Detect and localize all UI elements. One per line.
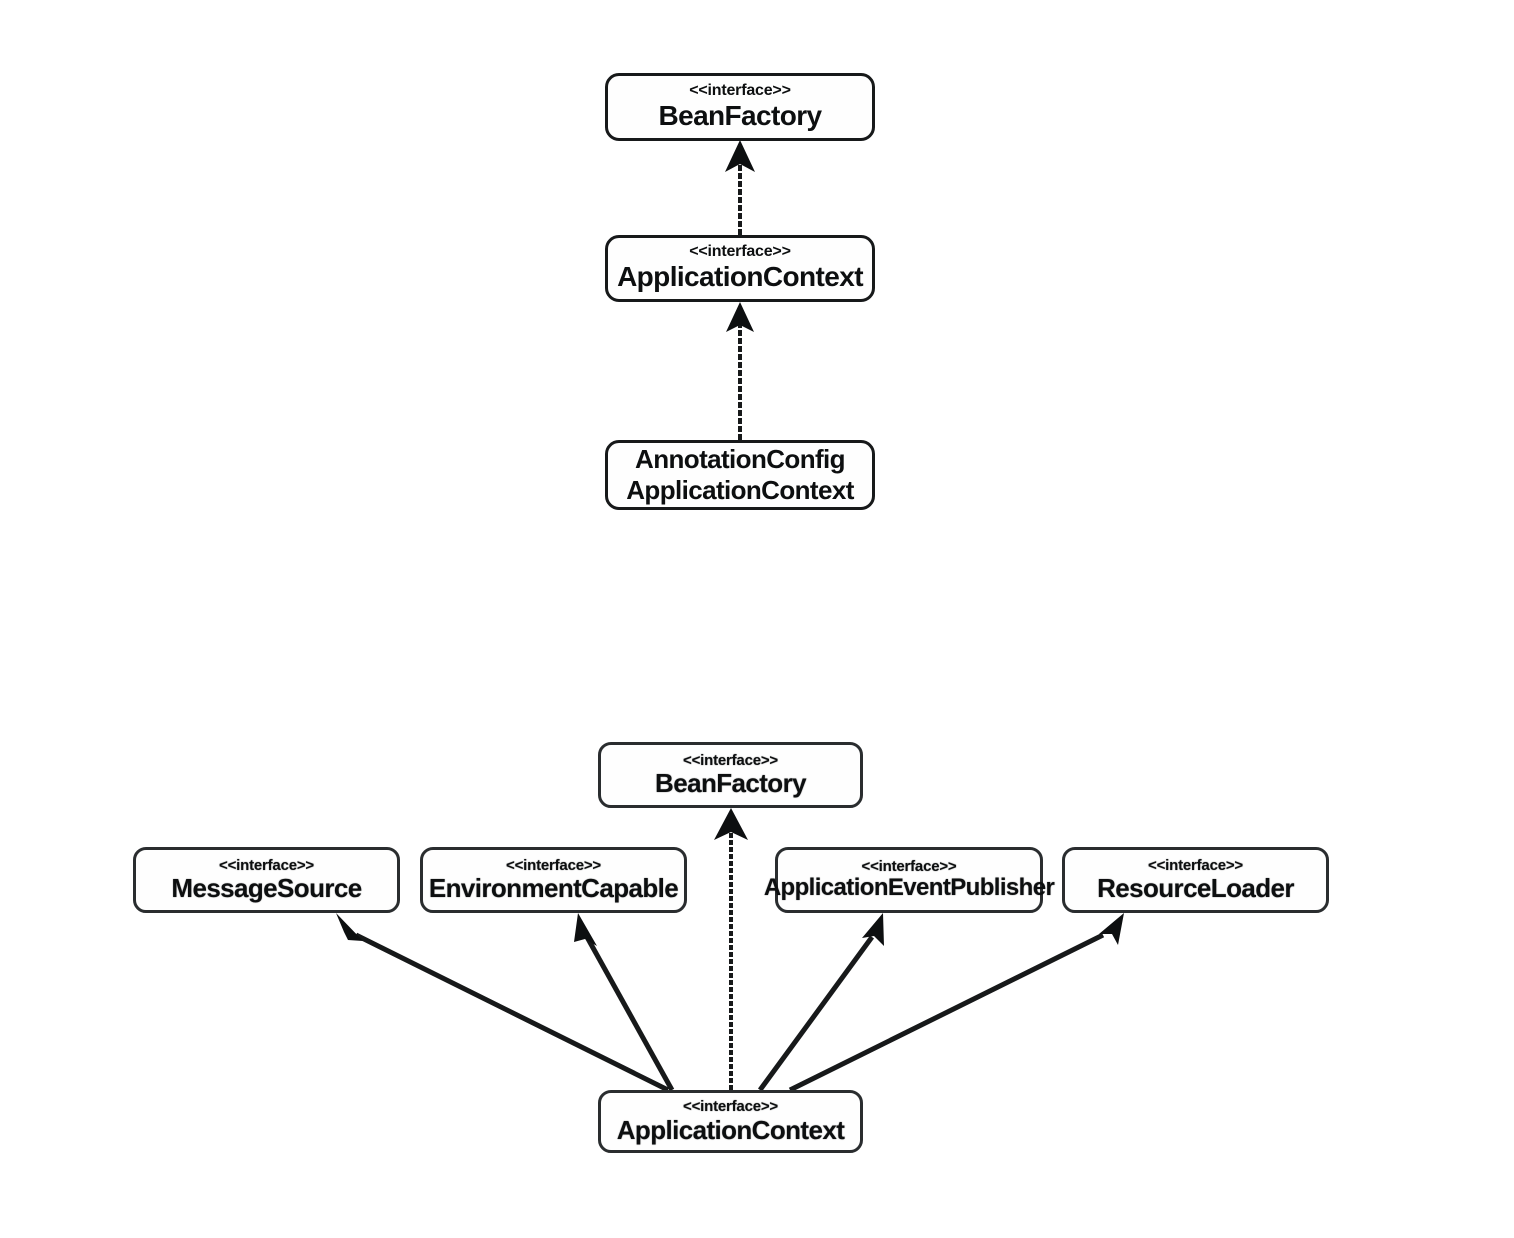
edge-ac-to-applicationeventpublisher bbox=[757, 913, 884, 1092]
node-title: ApplicationContext bbox=[616, 1114, 845, 1145]
node-title: EnvironmentCapable bbox=[428, 873, 679, 904]
edge-ac-to-beanfactory bbox=[714, 808, 748, 1090]
edge-ac-to-bf bbox=[725, 140, 755, 235]
node-title-line-2: ApplicationContext bbox=[626, 475, 854, 505]
node-title: BeanFactory bbox=[655, 768, 807, 799]
node-title-line-1: AnnotationConfig bbox=[635, 444, 845, 475]
edge-ac-to-environmentcapable bbox=[574, 913, 675, 1092]
stereotype-label: <<interface>> bbox=[683, 1098, 778, 1116]
node-title: ResourceLoader bbox=[1097, 873, 1294, 904]
edge-acac-to-ac bbox=[726, 302, 754, 440]
node-title: ApplicationContext bbox=[617, 261, 863, 293]
stereotype-label: <<interface>> bbox=[689, 243, 791, 261]
edge-ac-to-resourceloader bbox=[788, 913, 1124, 1093]
stereotype-label: <<interface>> bbox=[506, 856, 601, 874]
node-environmentcapable[interactable]: <<interface>> EnvironmentCapable bbox=[420, 847, 687, 913]
node-title: MessageSource bbox=[171, 873, 362, 904]
node-annotationconfigapplicationcontext-top[interactable]: AnnotationConfig ApplicationContext bbox=[605, 440, 875, 510]
node-applicationcontext-top[interactable]: <<interface>> ApplicationContext bbox=[605, 235, 875, 302]
stereotype-label: <<interface>> bbox=[861, 857, 957, 875]
stereotype-label: <<interface>> bbox=[1148, 856, 1243, 874]
node-title: BeanFactory bbox=[658, 99, 822, 131]
stereotype-label: <<interface>> bbox=[219, 856, 314, 874]
node-applicationeventpublisher[interactable]: <<interface>> ApplicationEventPublisher bbox=[764, 847, 1055, 913]
stereotype-label: <<interface>> bbox=[683, 751, 778, 769]
node-applicationcontext-bottom[interactable]: <<interface>> ApplicationContext bbox=[598, 1090, 863, 1153]
node-messagesource[interactable]: <<interface>> MessageSource bbox=[133, 847, 400, 913]
node-title: ApplicationEventPublisher bbox=[763, 874, 1055, 902]
node-beanfactory-bottom[interactable]: <<interface>> BeanFactory bbox=[598, 742, 863, 808]
stereotype-label: <<interface>> bbox=[689, 81, 791, 99]
node-resourceloader[interactable]: <<interface>> ResourceLoader bbox=[1062, 847, 1329, 913]
node-beanfactory-top[interactable]: <<interface>> BeanFactory bbox=[605, 73, 875, 141]
edge-ac-to-messagesource bbox=[336, 913, 670, 1093]
